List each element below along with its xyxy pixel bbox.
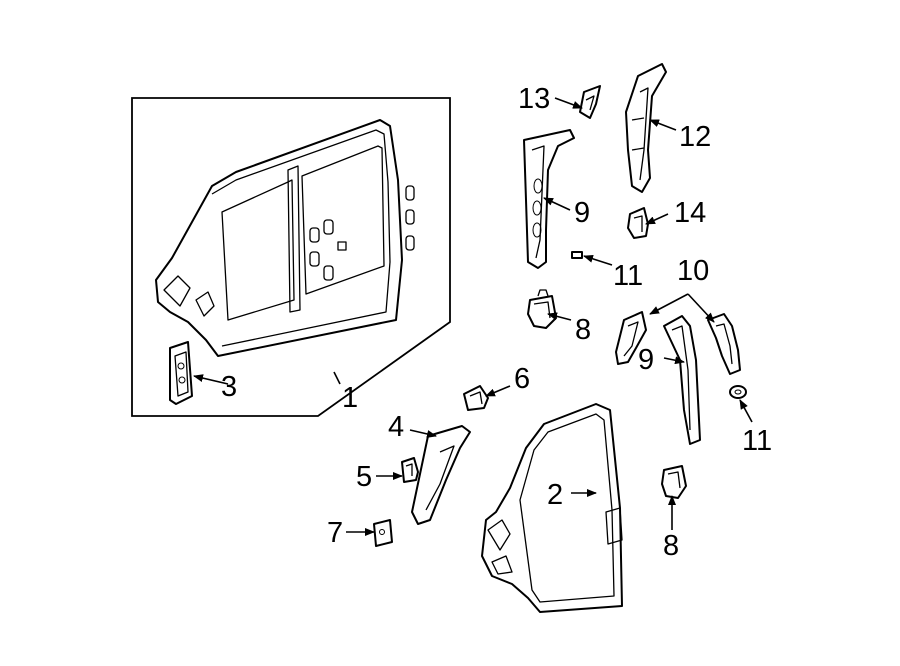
callout-labels: 1 2 3 4 5 6 7 8 8 9 9 10 11 11 12 13 14 — [221, 83, 772, 562]
callout-9-upper: 9 — [574, 197, 590, 229]
part-9-upper-pillar — [523, 129, 575, 269]
part-11-grommet-lower — [729, 385, 747, 399]
part-3-reinforcement — [169, 341, 193, 405]
part-6-bracket — [463, 385, 489, 411]
inset-frame — [131, 97, 451, 417]
callout-13: 13 — [518, 83, 550, 115]
part-11-plug-upper — [571, 251, 583, 259]
leader-lines — [193, 97, 753, 536]
part-10-trim-right — [707, 313, 741, 375]
part-10-trim-left — [615, 311, 647, 365]
part-7-bracket — [373, 519, 393, 547]
callout-11-lower: 11 — [742, 425, 772, 457]
callout-8-lower: 8 — [663, 530, 679, 562]
part-2-front-frame — [481, 403, 623, 613]
callout-2: 2 — [547, 479, 563, 511]
part-13-bracket — [579, 85, 601, 119]
callout-9-lower: 9 — [638, 344, 654, 376]
callout-1: 1 — [342, 382, 358, 414]
part-8-bracket-upper — [527, 289, 557, 329]
callout-7: 7 — [327, 517, 343, 549]
part-8-bracket-lower — [661, 465, 687, 499]
callout-14: 14 — [674, 197, 706, 229]
callout-6: 6 — [514, 363, 530, 395]
part-4-lower-pillar — [411, 425, 471, 525]
callout-3: 3 — [221, 371, 237, 403]
part-1-side-panel — [155, 119, 415, 357]
callout-5: 5 — [356, 461, 372, 493]
callout-4: 4 — [388, 411, 404, 443]
callout-11-upper: 11 — [613, 260, 643, 292]
part-12-pillar-reinforcement — [625, 63, 667, 193]
part-5-bracket — [401, 457, 419, 483]
part-9-lower-pillar — [663, 315, 701, 445]
callout-10: 10 — [677, 255, 709, 287]
callout-12: 12 — [679, 121, 711, 153]
part-14-bracket — [627, 207, 649, 239]
callout-8-upper: 8 — [575, 314, 591, 346]
